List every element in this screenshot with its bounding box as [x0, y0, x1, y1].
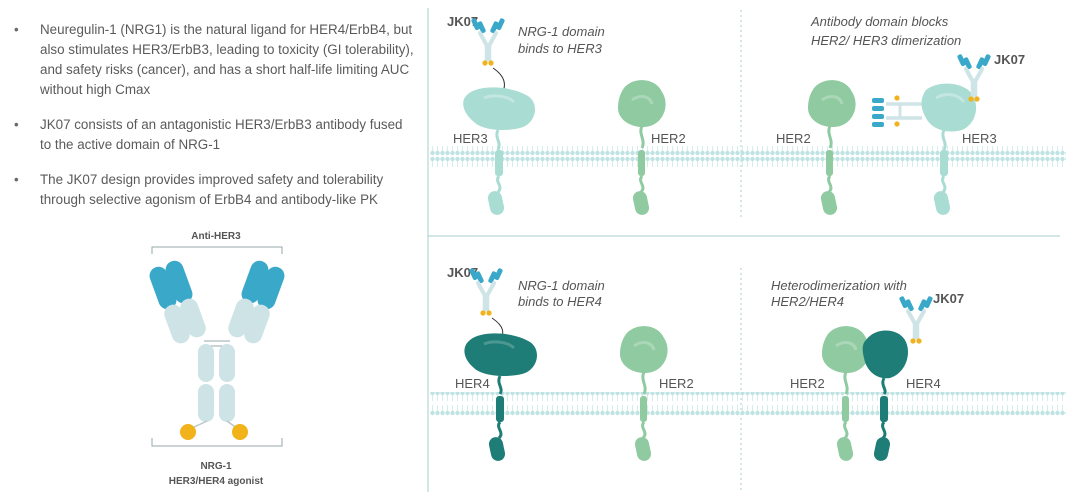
drug-label: JK07: [447, 265, 478, 280]
receptor-label: HER2: [659, 376, 694, 391]
panel-caption: NRG-1 domain: [518, 278, 605, 293]
her2-receptor-domain: [806, 78, 858, 129]
panel-caption: binds to HER3: [518, 41, 603, 56]
drug-label: JK07: [447, 14, 478, 29]
antibody-top-label: Anti-HER3: [191, 231, 241, 242]
cell-membrane-bottom: [430, 392, 1066, 416]
bullet-item: Neuregulin-1 (NRG1) is the natural ligan…: [14, 20, 414, 100]
panel-caption: NRG-1 domain: [518, 24, 605, 39]
panel-caption: HER2/HER4: [771, 294, 844, 309]
her3-transmembrane: [495, 150, 503, 176]
her3-kinase-domain: [487, 191, 505, 215]
jk07-antibody-icon: [466, 265, 506, 318]
nrg1-domain-icon: [180, 424, 196, 440]
jk07-antibody-schematic: Anti-HER3 NRG-1 HER3/HER4 agonist: [149, 231, 285, 487]
panel-bottom-right: Heterodimerization with HER2/HER4 JK07 H…: [771, 278, 964, 461]
panel-caption: binds to HER4: [518, 294, 602, 309]
receptor-label: HER2: [776, 131, 811, 146]
her4-transmembrane: [880, 396, 888, 422]
panel-caption: Heterodimerization with: [771, 278, 907, 293]
receptor-label: HER4: [906, 376, 941, 391]
her4-receptor-domain: [862, 330, 909, 379]
her2-transmembrane: [842, 396, 849, 422]
nrg1-domain-icon: [232, 424, 248, 440]
panel-caption: HER2/ HER3 dimerization: [811, 33, 961, 48]
antibody-bottom-label: NRG-1: [200, 461, 232, 472]
her4-kinase-domain: [873, 437, 891, 461]
her3-transmembrane: [940, 150, 948, 176]
her2-kinase-domain: [820, 191, 838, 215]
panel-top-right: Antibody domain blocks HER2/ HER3 dimeri…: [776, 14, 1025, 215]
panel-bottom-left: JK07 NRG-1 domain binds to HER4 HER4 HER…: [447, 265, 694, 461]
jk07-antibody-icon: [468, 15, 508, 68]
her3-kinase-domain: [933, 191, 951, 215]
her2-kinase-domain: [632, 191, 650, 215]
her2-receptor-domain: [820, 324, 872, 375]
receptor-label: HER2: [651, 131, 686, 146]
cell-membrane-top: [430, 146, 1066, 170]
antibody-bottom-label: HER3/HER4 agonist: [169, 476, 264, 487]
her2-kinase-domain: [836, 437, 854, 461]
receptor-label: HER2: [790, 376, 825, 391]
panel-top-left: JK07 NRG-1 domain binds to HER3 HER3 HER…: [447, 14, 686, 215]
bullet-item: The JK07 design provides improved safety…: [14, 170, 414, 210]
bullet-list: Neuregulin-1 (NRG1) is the natural ligan…: [14, 20, 414, 225]
her3-receptor-domain: [921, 83, 977, 132]
receptor-label: HER4: [455, 376, 490, 391]
bracket-top: [151, 246, 283, 254]
drug-label: JK07: [994, 52, 1025, 67]
bracket-bottom: [151, 438, 283, 447]
bullet-item: JK07 consists of an antagonistic HER3/Er…: [14, 115, 414, 155]
panel-caption: Antibody domain blocks: [810, 14, 949, 29]
blocking-antibody-icon: [872, 95, 922, 127]
jk07-antibody-icon: [896, 293, 936, 346]
her2-transmembrane: [638, 150, 645, 176]
her4-transmembrane: [496, 396, 504, 422]
her2-kinase-domain: [634, 437, 652, 461]
her4-kinase-domain: [488, 437, 506, 461]
her2-transmembrane: [826, 150, 833, 176]
her4-receptor-domain: [464, 333, 537, 376]
her3-receptor-domain: [463, 87, 535, 130]
her2-receptor-domain: [616, 78, 668, 129]
drug-label: JK07: [933, 291, 964, 306]
her2-receptor-domain: [618, 324, 670, 375]
receptor-label: HER3: [453, 131, 488, 146]
her2-transmembrane: [640, 396, 647, 422]
receptor-label: HER3: [962, 131, 997, 146]
